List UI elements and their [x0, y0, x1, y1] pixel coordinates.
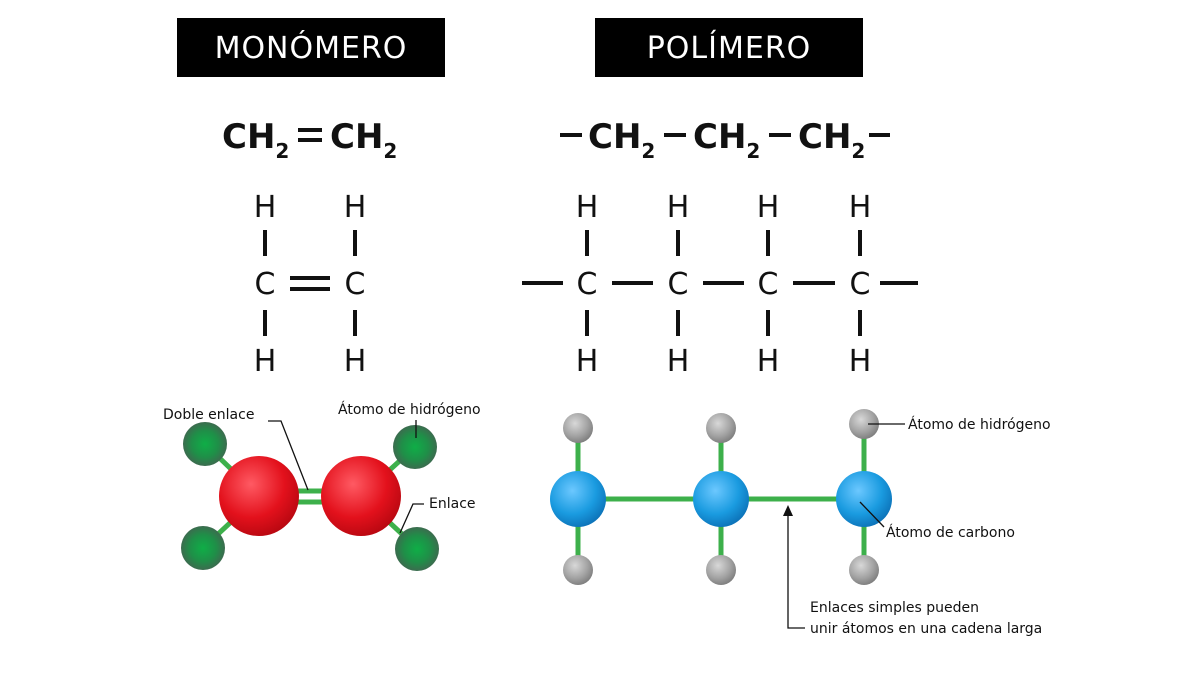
hydrogen-atom — [849, 555, 879, 585]
svg-text:CH2: CH2 — [798, 117, 865, 163]
hydrogen-atom — [706, 555, 736, 585]
hydrogen-atom — [563, 555, 593, 585]
svg-text:H: H — [576, 344, 599, 379]
polymer-ball-model: Átomo de hidrógeno Átomo de carbono Enla… — [550, 409, 1051, 637]
svg-text:C: C — [345, 267, 366, 302]
svg-text:H: H — [576, 190, 599, 225]
svg-text:CH2: CH2 — [222, 117, 289, 163]
svg-text:C: C — [255, 267, 276, 302]
carbon-atom — [321, 456, 401, 536]
svg-text:CH2: CH2 — [330, 117, 397, 163]
svg-text:H: H — [667, 190, 690, 225]
svg-text:H: H — [849, 190, 872, 225]
hydrogen-atom — [849, 409, 879, 439]
carbon-atom — [219, 456, 299, 536]
hydrogen-atom — [393, 425, 437, 469]
svg-text:H: H — [757, 190, 780, 225]
svg-text:CH2: CH2 — [588, 117, 655, 163]
polymer-formula: CH2 CH2 CH2 — [560, 117, 890, 163]
svg-text:C: C — [850, 267, 871, 302]
polymer-header: POLÍMERO — [595, 18, 863, 77]
monomer-formula: CH2 CH2 — [222, 117, 397, 163]
arrow-up-icon — [783, 505, 793, 516]
monomer-header: MONÓMERO — [177, 18, 445, 77]
label-chain-line2: unir átomos en una cadena larga — [810, 621, 1042, 637]
polymer-structural-formula: H C H H C H H C H H C H — [522, 190, 918, 379]
hydrogen-atom — [706, 413, 736, 443]
hydrogen-atom — [181, 526, 225, 570]
hydrogen-atom — [395, 527, 439, 571]
svg-text:C: C — [758, 267, 779, 302]
polymer-title: POLÍMERO — [647, 30, 812, 66]
svg-text:H: H — [254, 344, 277, 379]
carbon-atom — [693, 471, 749, 527]
label-hydrogen-right: Átomo de hidrógeno — [908, 416, 1051, 433]
carbon-atom — [550, 471, 606, 527]
svg-text:H: H — [344, 190, 367, 225]
svg-text:CH2: CH2 — [693, 117, 760, 163]
monomer-structural-formula: H H C C H H — [254, 190, 367, 379]
svg-text:H: H — [667, 344, 690, 379]
svg-text:C: C — [577, 267, 598, 302]
svg-text:H: H — [849, 344, 872, 379]
svg-text:H: H — [344, 344, 367, 379]
label-double-bond: Doble enlace — [163, 407, 254, 423]
monomer-title: MONÓMERO — [215, 29, 408, 66]
monomer-ball-model: Doble enlace Átomo de hidrógeno Enlace — [163, 401, 481, 571]
svg-text:H: H — [254, 190, 277, 225]
label-bond: Enlace — [429, 496, 476, 512]
svg-text:H: H — [757, 344, 780, 379]
svg-text:C: C — [668, 267, 689, 302]
hydrogen-atom — [183, 422, 227, 466]
hydrogen-atom — [563, 413, 593, 443]
label-chain-line1: Enlaces simples pueden — [810, 600, 979, 616]
label-carbon: Átomo de carbono — [886, 524, 1015, 541]
carbon-atom — [836, 471, 892, 527]
label-hydrogen-left: Átomo de hidrógeno — [338, 401, 481, 418]
